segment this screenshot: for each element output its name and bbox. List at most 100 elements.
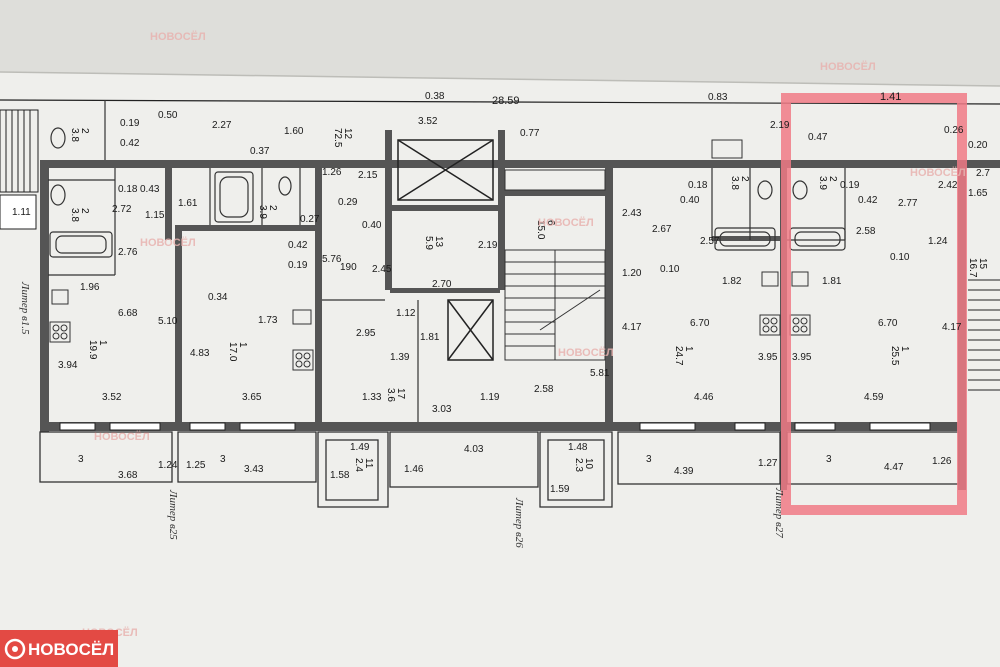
dim-label: 1.27 (758, 458, 778, 469)
room-area: 17.0 (227, 342, 238, 362)
room-number: 2 (79, 128, 90, 134)
dim-label: 1.26 (322, 167, 342, 178)
dim-label: 2.45 (372, 264, 392, 275)
room-number: 1 (237, 342, 248, 348)
dim-label: 0.18 (688, 180, 708, 191)
room-area: 16.7 (967, 258, 978, 278)
dim-label: 0.34 (208, 292, 228, 303)
litera-label: Литер в1.5 (19, 281, 31, 335)
svg-text:НОВОСЁЛ: НОВОСЁЛ (558, 346, 614, 359)
dim-label: 2.57 (700, 236, 720, 247)
dim-label: 2.42 (938, 180, 958, 191)
dim-label: 1.73 (258, 315, 278, 326)
room-number: 10 (583, 458, 594, 470)
dim-label: 2.77 (898, 198, 918, 209)
dim-label: 0.20 (968, 140, 988, 151)
dim-label: 1.20 (622, 268, 642, 279)
dim-label: 2.19 (478, 240, 498, 251)
dim-label: 1.15 (145, 210, 165, 221)
room-number: 2 (827, 176, 838, 182)
svg-text:НОВОСЁЛ: НОВОСЁЛ (94, 430, 150, 443)
litera-label: Литер в25 (167, 489, 179, 540)
dim-label: 2.7 (976, 168, 990, 179)
bathtub-3 (714, 227, 776, 251)
litera-label: Литер в27 (773, 487, 785, 538)
dim-label: 4.17 (942, 322, 962, 333)
dim-label: 0.18 (118, 184, 138, 195)
dim-label: 1.24 (928, 236, 948, 247)
room-number: 2 (267, 205, 278, 211)
dim-label: 1.19 (480, 392, 500, 403)
selected-apartment-highlight (781, 93, 967, 515)
dim-label: 0.42 (858, 195, 878, 206)
svg-text:НОВОСЁЛ: НОВОСЁЛ (820, 60, 876, 73)
hatched-corridor-left (0, 109, 39, 230)
svg-text:НОВОСЁЛ: НОВОСЁЛ (910, 166, 966, 179)
dim-label: 1.11 (12, 207, 31, 218)
room-number: 2 (79, 208, 90, 214)
dim-label: 0.26 (944, 125, 964, 136)
svg-text:НОВОСЁЛ: НОВОСЁЛ (538, 216, 594, 229)
dim-label: 0.42 (120, 138, 140, 149)
room-area: 3.6 (385, 388, 396, 402)
toilet-icon (757, 180, 773, 200)
dim-label: 1.33 (362, 392, 382, 403)
room-area: 2.3 (573, 458, 584, 472)
toilet-icon (278, 176, 292, 196)
sink-icon (791, 271, 809, 287)
dim-label: 4.47 (884, 462, 904, 473)
dim-label: 0.40 (362, 220, 382, 231)
room-number: 1 (683, 346, 694, 352)
dim-label: 2.70 (432, 279, 452, 290)
dim-label: 3.94 (58, 360, 78, 371)
dim-label: 6.68 (118, 308, 138, 319)
dim-label: 1.12 (396, 308, 416, 319)
dim-label: 2.67 (652, 224, 672, 235)
room-area: 5.9 (423, 236, 434, 250)
dim-label: 0.42 (288, 240, 308, 251)
stove-icon (292, 349, 314, 371)
brand-name: НОВОСЁЛ (28, 640, 114, 659)
dim-label: 1.65 (968, 188, 988, 199)
sink-icon (761, 271, 779, 287)
dim-label: 0.43 (140, 184, 160, 195)
dim-label: 3.68 (118, 470, 138, 481)
dim-label: 0.38 (425, 91, 445, 102)
room-area: 3.9 (817, 176, 828, 190)
room-area: 15.0 (535, 220, 546, 240)
dim-label: 2.19 (770, 120, 790, 131)
dim-label: 4.59 (864, 392, 884, 403)
elevator-shaft-1 (397, 139, 494, 201)
dim-label: 5.76 (322, 254, 342, 265)
room-number: 1 (899, 346, 910, 352)
dim-label: 1.58 (330, 470, 350, 481)
dim-label: 2.43 (622, 208, 642, 219)
dim-label: 6.70 (690, 318, 710, 329)
dim-label: 28.59 (492, 95, 520, 107)
dim-label: 1.59 (550, 484, 570, 495)
dim-label: 1.81 (420, 332, 440, 343)
svg-text:НОВОСЁЛ: НОВОСЁЛ (140, 236, 196, 249)
dim-label: 2.76 (118, 247, 138, 258)
dim-label: 1.82 (722, 276, 742, 287)
dim-label: 3.52 (418, 116, 438, 127)
dim-label: 4.83 (190, 348, 210, 359)
room-number: 11 (363, 458, 374, 469)
dim-label: 1.81 (822, 276, 842, 287)
staircase (504, 249, 606, 361)
toilet-icon (50, 184, 66, 206)
dim-label: 1.24 (158, 460, 178, 471)
svg-text:НОВОСЁЛ: НОВОСЁЛ (150, 30, 206, 43)
toilet-icon (792, 180, 808, 200)
elevator-shaft-2 (447, 299, 494, 361)
dim-label: 4.03 (464, 444, 484, 455)
toilet-icon (50, 127, 66, 149)
dim-label: 0.27 (300, 214, 320, 225)
bathtub-2 (214, 171, 254, 223)
room-area: 3.9 (257, 205, 268, 219)
room-number: 2 (739, 176, 750, 182)
room-area: 25.5 (889, 346, 900, 366)
dim-label: 0.19 (288, 260, 308, 271)
stove-icon (759, 314, 781, 336)
